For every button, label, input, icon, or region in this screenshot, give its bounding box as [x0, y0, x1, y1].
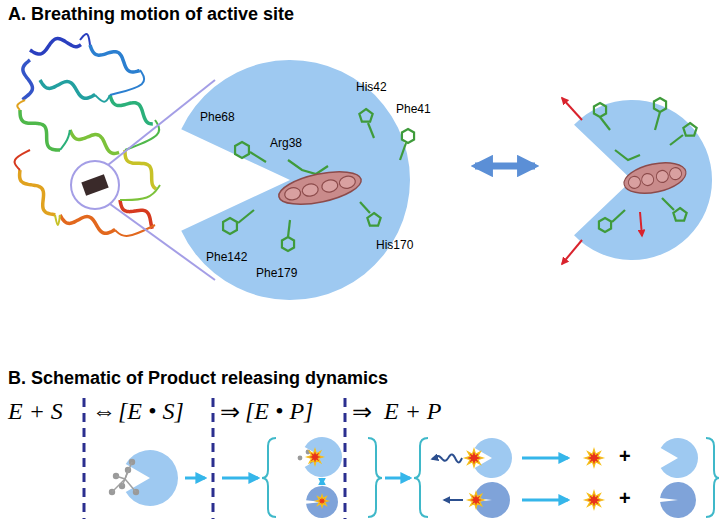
- loop: [15, 150, 30, 170]
- residue-stick: [662, 198, 674, 210]
- motion-arrow: [562, 240, 582, 264]
- double-arrow: [475, 163, 535, 170]
- residue-ring: [282, 237, 294, 251]
- helix: [125, 150, 156, 189]
- residue-stick: [288, 160, 328, 174]
- residue-ring: [683, 123, 696, 136]
- wave-arrow: [432, 454, 462, 462]
- heme-small: [81, 174, 108, 195]
- step-arrow: [522, 499, 568, 502]
- residue-stick: [250, 152, 266, 162]
- loop: [115, 225, 155, 236]
- equation-arrow: ⇒: [352, 398, 372, 426]
- residue-ring: [599, 218, 611, 232]
- enzyme-closed: [306, 486, 338, 518]
- residue-label: Phe68: [200, 110, 235, 124]
- zoom-circle: [71, 161, 119, 209]
- residue-label: Phe179: [256, 266, 297, 280]
- residue-stick: [670, 135, 683, 145]
- enzyme-open: [305, 437, 342, 477]
- active-site: His42Phe41Phe68Arg38Phe142Phe179His170: [170, 60, 410, 300]
- residue-stick: [368, 123, 374, 138]
- residue-stick: [238, 210, 254, 223]
- bracket: [262, 438, 719, 517]
- equation-arrow: ⇔: [92, 398, 116, 425]
- residue-ring: [235, 142, 249, 158]
- helix: [60, 215, 115, 233]
- panel-title: A. Breathing motion of active site: [8, 4, 294, 25]
- residue-label: Phe41: [396, 102, 431, 116]
- equation-term: [E • P]: [245, 398, 313, 425]
- residue-ring: [359, 109, 372, 122]
- step-arrow: [222, 477, 258, 480]
- helix: [40, 80, 95, 98]
- enzyme-open: [661, 438, 698, 478]
- step-arrow: [185, 477, 205, 480]
- loop: [110, 70, 144, 95]
- loop: [17, 100, 25, 110]
- equation-term: E + P: [384, 398, 442, 425]
- plus-sign: +: [619, 487, 631, 510]
- residue-ring: [654, 98, 666, 112]
- residue-stick: [400, 143, 406, 160]
- panel-title: B. Schematic of Product releasing dynami…: [8, 368, 388, 389]
- residue-stick: [612, 210, 625, 222]
- equation-term: [E • S]: [118, 398, 184, 425]
- step-arrow: [522, 457, 568, 460]
- enzyme-closed: [660, 482, 696, 518]
- pacman-outline: [170, 60, 410, 300]
- helix: [70, 130, 119, 153]
- plus-sign: +: [619, 445, 631, 468]
- enzyme-open: [126, 450, 178, 506]
- loop: [120, 185, 160, 200]
- heme: [621, 158, 688, 198]
- heme: [276, 166, 364, 211]
- residue-stick: [615, 150, 640, 160]
- helix: [110, 95, 153, 124]
- helix: [22, 60, 32, 100]
- loop: [60, 130, 70, 150]
- residue-ring: [402, 129, 414, 143]
- equation-arrow: ⇒: [220, 398, 240, 426]
- residue-ring: [367, 213, 380, 226]
- loop: [55, 215, 60, 225]
- loop: [95, 95, 110, 102]
- motion-arrow: [562, 98, 582, 120]
- helix: [90, 45, 140, 72]
- stage-separator: [84, 398, 345, 519]
- active-site-shape: [181, 60, 410, 300]
- helix: [30, 39, 81, 55]
- release-arrow: [444, 499, 463, 501]
- loop: [80, 34, 90, 45]
- helix: [20, 110, 60, 150]
- product-star: [307, 449, 603, 509]
- residue-label: Phe142: [206, 250, 247, 264]
- residue-stick: [360, 202, 370, 213]
- residue-stick: [600, 117, 610, 130]
- equation-term: E + S: [8, 398, 63, 425]
- active-site-open: [574, 100, 712, 260]
- protein-ribbon: [15, 34, 160, 236]
- residue-stick: [655, 112, 660, 130]
- residue-ring: [673, 208, 686, 221]
- residue-ring: [594, 103, 606, 117]
- step-arrow: [385, 477, 410, 480]
- residue-ring: [223, 218, 237, 234]
- substrate-particles: [109, 450, 315, 496]
- loop: [125, 120, 159, 150]
- residue-label: Arg38: [270, 136, 302, 150]
- residue-label: His170: [376, 238, 413, 252]
- exchange-arrow: [321, 479, 323, 484]
- motion-arrow: [640, 212, 642, 236]
- residue-sticks: [594, 98, 697, 232]
- helix: [20, 170, 56, 215]
- residue-label: His42: [356, 80, 387, 94]
- residue-stick: [288, 220, 290, 237]
